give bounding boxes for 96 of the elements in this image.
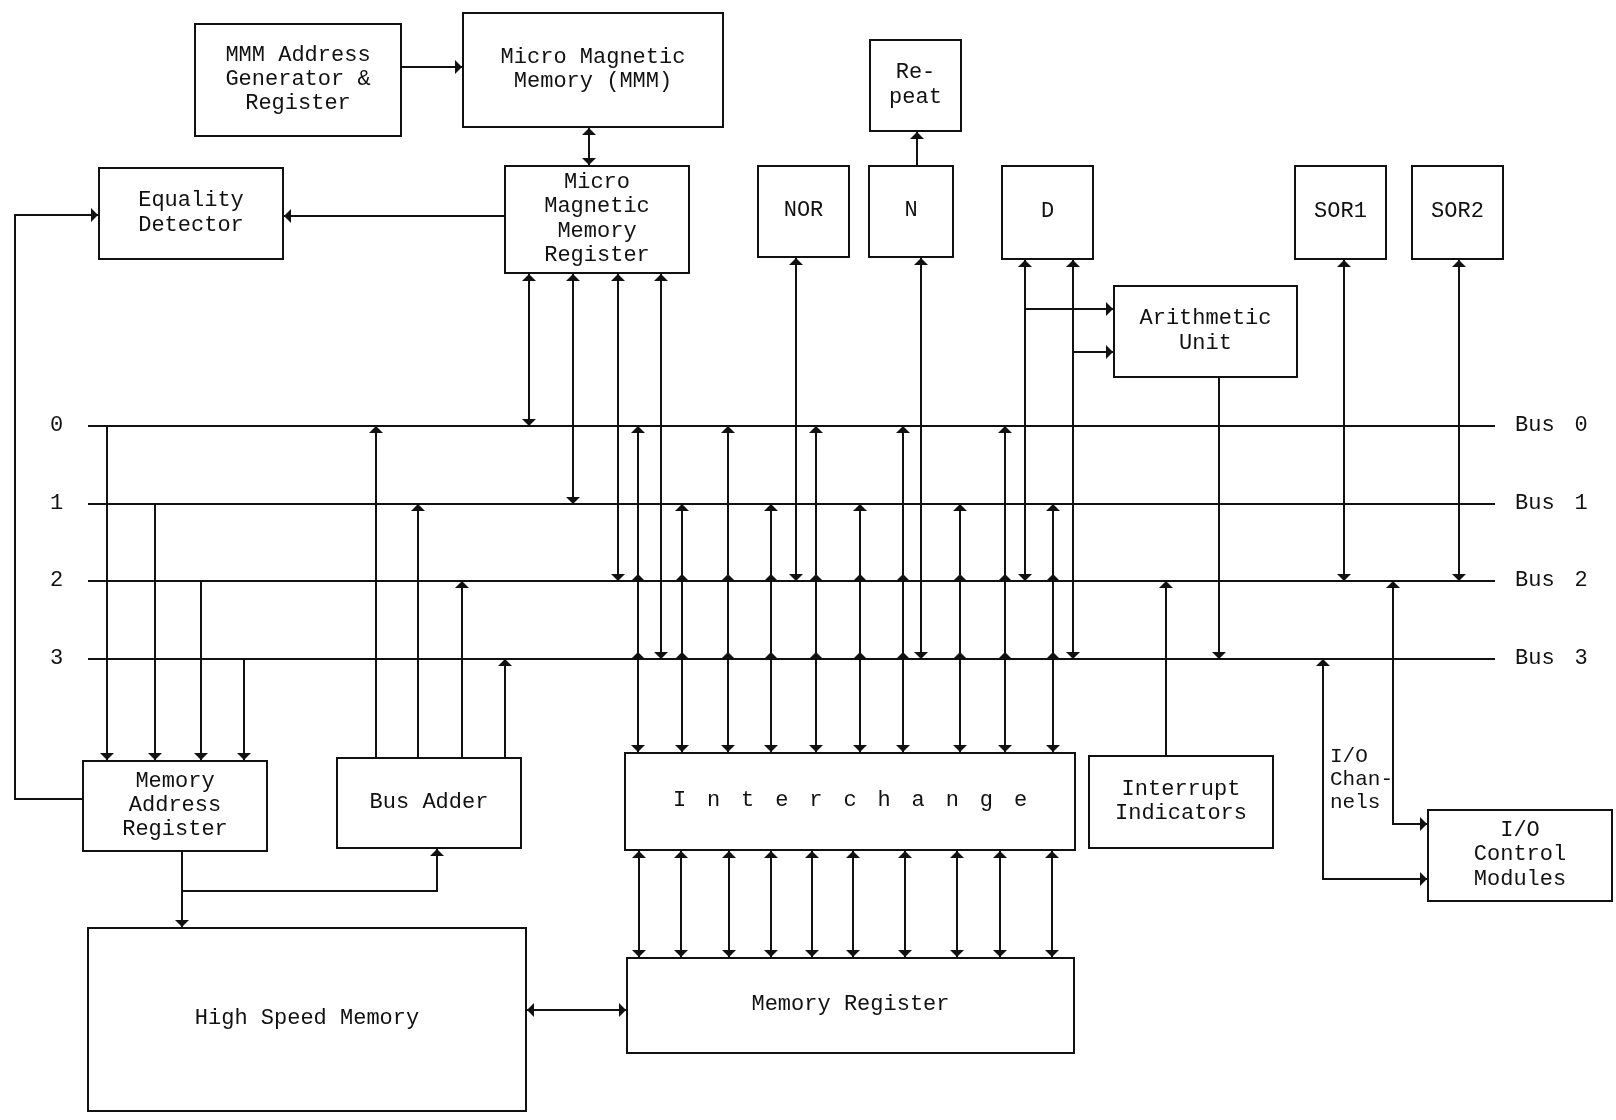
arrow bbox=[582, 127, 596, 166]
arrow bbox=[896, 425, 910, 753]
arrow bbox=[805, 850, 819, 958]
arrow bbox=[1066, 259, 1080, 660]
arrow bbox=[809, 425, 823, 753]
block-box bbox=[336, 757, 522, 849]
block-label: MMM Address Generator & Register bbox=[224, 43, 372, 117]
block-box bbox=[462, 12, 724, 128]
arrow bbox=[654, 273, 668, 660]
block-box bbox=[757, 165, 850, 258]
block-label: Arithmetic Unit bbox=[1138, 307, 1273, 356]
block-box bbox=[194, 23, 402, 137]
arrow bbox=[1337, 259, 1351, 582]
block-label: High Speed Memory bbox=[194, 1007, 420, 1032]
block-box bbox=[504, 165, 690, 274]
block-label: Equality Detector bbox=[137, 189, 245, 238]
arrow bbox=[1316, 658, 1428, 886]
arrow bbox=[1072, 259, 1114, 359]
block-box bbox=[87, 927, 527, 1112]
bus-label: Bus 0 bbox=[1515, 414, 1588, 438]
arrow bbox=[100, 425, 114, 761]
block-box bbox=[868, 165, 954, 258]
block-label: Micro Magnetic Memory Register bbox=[543, 171, 651, 268]
arrow bbox=[674, 850, 688, 958]
block-label: SOR2 bbox=[1431, 200, 1484, 225]
block-box bbox=[1088, 755, 1274, 849]
arrow bbox=[1159, 580, 1173, 756]
block-label: Re-peat bbox=[888, 61, 943, 110]
arrow bbox=[1018, 259, 1032, 582]
arrow bbox=[998, 425, 1012, 753]
arrow bbox=[181, 848, 444, 892]
block-box bbox=[82, 760, 268, 852]
block-box bbox=[869, 39, 962, 132]
block-label: Interchange bbox=[672, 789, 1048, 814]
block-box bbox=[1427, 809, 1613, 902]
arrow bbox=[283, 209, 505, 223]
block-label: Interrupt Indicators bbox=[1114, 777, 1248, 827]
arrow bbox=[764, 503, 778, 753]
arrow bbox=[631, 425, 645, 753]
block-box bbox=[1411, 165, 1504, 260]
bus-number: 2 bbox=[50, 569, 64, 593]
arrow bbox=[722, 850, 736, 958]
block-label: Memory Address Register bbox=[121, 769, 229, 843]
arrow bbox=[993, 850, 1007, 958]
channel-label: I/O Chan-nels bbox=[1330, 745, 1394, 815]
bus-number: 3 bbox=[50, 647, 64, 671]
block-box bbox=[1113, 285, 1298, 378]
arrow bbox=[898, 850, 912, 958]
arrow bbox=[1024, 259, 1114, 316]
bus-number: 0 bbox=[50, 414, 64, 438]
arrow bbox=[526, 1003, 627, 1017]
arrow bbox=[1452, 259, 1466, 582]
arrow bbox=[237, 658, 251, 761]
arrow bbox=[611, 273, 625, 582]
arrow bbox=[675, 503, 689, 753]
arrow bbox=[1046, 503, 1060, 753]
arrow bbox=[953, 503, 967, 753]
arrow bbox=[411, 503, 425, 758]
arrow bbox=[910, 131, 924, 166]
arrow bbox=[194, 580, 208, 761]
arrow bbox=[14, 208, 99, 800]
arrow bbox=[1045, 850, 1059, 958]
bus-label: Bus 2 bbox=[1515, 569, 1588, 593]
bus-number: 1 bbox=[50, 492, 64, 516]
block-box bbox=[1001, 165, 1094, 260]
block-label: Micro Magnetic Memory (MMM) bbox=[499, 45, 687, 95]
block-box bbox=[1294, 165, 1387, 260]
arrow bbox=[914, 257, 928, 660]
block-box bbox=[626, 957, 1075, 1054]
bus-label: Bus 1 bbox=[1515, 492, 1588, 516]
arrow bbox=[369, 425, 383, 758]
arrow bbox=[566, 273, 580, 505]
arrow bbox=[632, 850, 646, 958]
block-label: Memory Register bbox=[751, 993, 950, 1018]
arrow bbox=[522, 273, 536, 427]
bus-label: Bus 3 bbox=[1515, 647, 1588, 671]
arrow bbox=[455, 580, 469, 758]
block-label: NOR bbox=[783, 199, 824, 224]
arrow bbox=[498, 658, 512, 758]
block-label: SOR1 bbox=[1314, 200, 1367, 225]
arrow bbox=[950, 850, 964, 958]
arrow bbox=[148, 503, 162, 761]
block-box bbox=[98, 167, 284, 260]
block-label: Bus Adder bbox=[369, 790, 489, 816]
arrow bbox=[721, 425, 735, 753]
arrow bbox=[846, 850, 860, 958]
arrow bbox=[401, 60, 463, 74]
block-box bbox=[624, 752, 1076, 851]
arrow bbox=[853, 503, 867, 753]
arrow bbox=[764, 850, 778, 958]
block-label: D bbox=[1040, 200, 1055, 225]
block-label: N bbox=[904, 199, 918, 224]
block-label: I/O Control Modules bbox=[1472, 819, 1568, 892]
arrow bbox=[789, 257, 803, 582]
arrow bbox=[1212, 377, 1226, 660]
arrow bbox=[1386, 580, 1428, 831]
